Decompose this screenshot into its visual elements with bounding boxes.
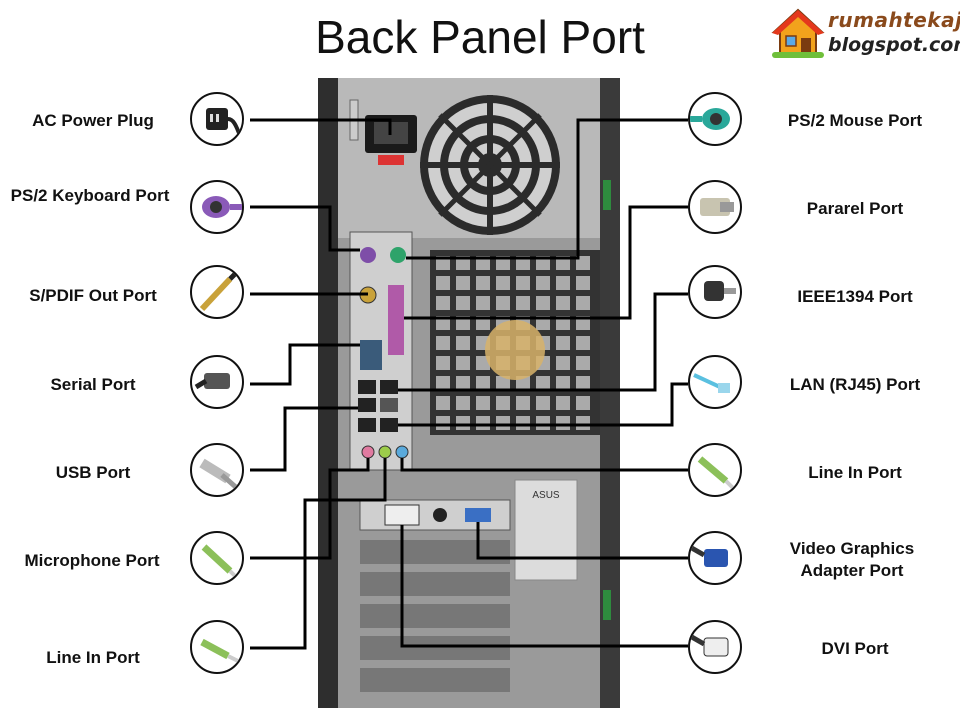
psu-fan — [420, 95, 560, 235]
label-lan-rj45-port: LAN (RJ45) Port — [789, 375, 921, 394]
pc-tower: ASUS — [318, 78, 620, 708]
label-dvi-port: DVI Port — [821, 639, 889, 658]
vga-connector-icon — [688, 531, 742, 585]
ac-power-plug-icon — [190, 92, 244, 146]
label-serial-port: Serial Port — [50, 375, 136, 394]
line-in-jack-icon — [688, 443, 742, 497]
case-fan-grill — [430, 250, 600, 435]
label-ps2-mouse-port: PS/2 Mouse Port — [787, 111, 923, 130]
label-pararel-port: Pararel Port — [806, 199, 904, 218]
dvi-connector-icon — [688, 620, 742, 674]
usb-connector-icon — [190, 443, 244, 497]
serial-connector-icon — [190, 355, 244, 409]
label-ps2-keyboard-port: PS/2 Keyboard Port — [10, 186, 170, 205]
logo-line2: blogspot.com — [828, 34, 960, 56]
line-in-jack-icon — [190, 620, 244, 674]
ps2-mouse-connector-icon — [688, 92, 742, 146]
ps2-keyboard-connector-icon — [190, 180, 244, 234]
logo-line1: rumahtekaje — [828, 8, 960, 32]
page-title: Back Panel Port — [315, 11, 645, 63]
site-logo: rumahtekaje blogspot.com — [770, 4, 960, 64]
case-brand-text: ASUS — [532, 490, 560, 501]
label-microphone-port: Microphone Port — [24, 551, 160, 570]
label-vga-port: Video Graphics Adapter Port — [789, 539, 915, 580]
label-line-in-port-left: Line In Port — [46, 648, 140, 667]
label-spdif-out-port: S/PDIF Out Port — [29, 286, 157, 305]
label-ieee1394-port: IEEE1394 Port — [797, 287, 913, 306]
ieee1394-connector-icon — [688, 265, 742, 319]
lan-rj45-connector-icon — [688, 355, 742, 409]
spdif-connector-icon — [190, 265, 244, 319]
house-icon — [771, 8, 825, 58]
parallel-connector-icon — [688, 180, 742, 234]
label-line-in-port-right: Line In Port — [808, 463, 902, 482]
connector-lines — [250, 118, 688, 650]
microphone-jack-icon — [190, 531, 244, 585]
label-ac-power-plug: AC Power Plug — [32, 111, 154, 130]
label-usb-port: USB Port — [55, 463, 131, 482]
